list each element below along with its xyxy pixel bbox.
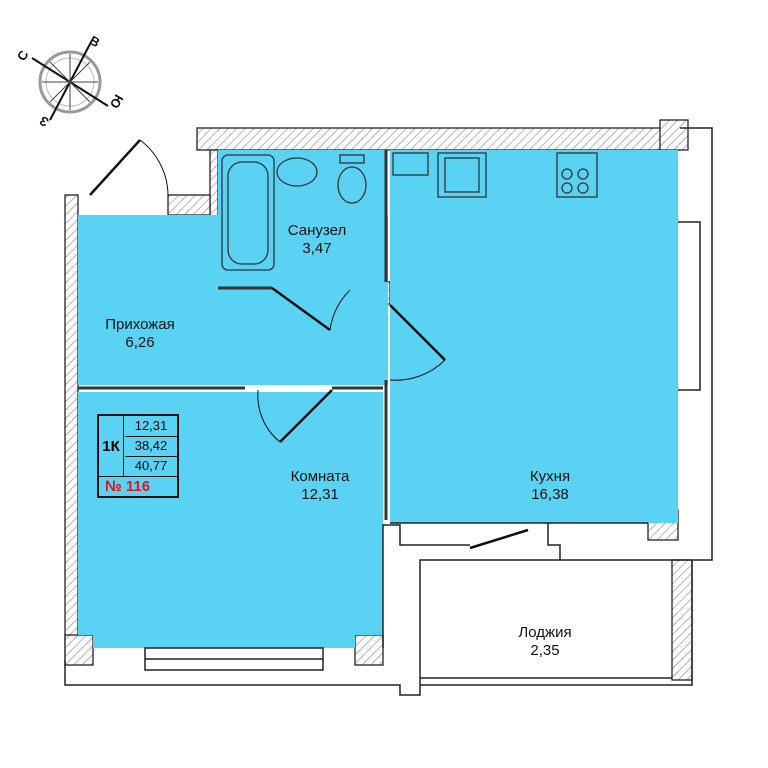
total-area: 38,42	[125, 436, 177, 457]
bathroom-name: Санузел	[287, 222, 347, 239]
sink-icon	[276, 157, 318, 187]
total-with-loggia: 40,77	[134, 458, 168, 473]
stove-icon	[556, 152, 598, 198]
room-label: Комната 12,31	[291, 468, 350, 504]
outline-walls	[64, 127, 713, 696]
loggia-name: Лоджия	[518, 624, 572, 641]
apartment-type: 1К	[99, 416, 124, 476]
fixtures	[221, 152, 598, 271]
room-area	[78, 392, 383, 635]
washer-icon	[392, 152, 429, 176]
room-fills	[78, 150, 678, 648]
loggia-area-value: 2,35	[530, 642, 560, 659]
room-area-value: 12,31	[301, 486, 339, 503]
room-area-bottom	[93, 635, 355, 648]
toilet-icon	[339, 154, 365, 164]
room-name: Комната	[290, 468, 350, 485]
living-area: 12,31	[125, 416, 177, 437]
doors	[89, 139, 529, 550]
kitchen-label: Кухня 16,38	[530, 468, 570, 504]
partitions	[78, 150, 388, 520]
bathroom-area-value: 3,47	[302, 240, 332, 257]
bathroom-label: Санузел 3,47	[288, 222, 346, 258]
hallway-name: Прихожая	[105, 316, 175, 333]
bathtub-icon	[221, 154, 275, 271]
hallway-area	[78, 215, 388, 385]
kitchen-area-value: 16,38	[531, 486, 569, 503]
kitchen-name: Кухня	[529, 468, 571, 485]
hallway-label: Прихожая 6,26	[105, 316, 175, 352]
apartment-info-box: 1К 12,31 38,42 40,77 № 116	[97, 414, 179, 498]
fridge-icon	[437, 152, 487, 198]
apartment-number: № 116	[99, 476, 177, 496]
compass-rose-icon	[31, 43, 109, 121]
loggia-label: Лоджия 2,35	[518, 624, 571, 660]
kitchen-area	[390, 150, 678, 523]
hallway-area-value: 6,26	[125, 334, 155, 351]
